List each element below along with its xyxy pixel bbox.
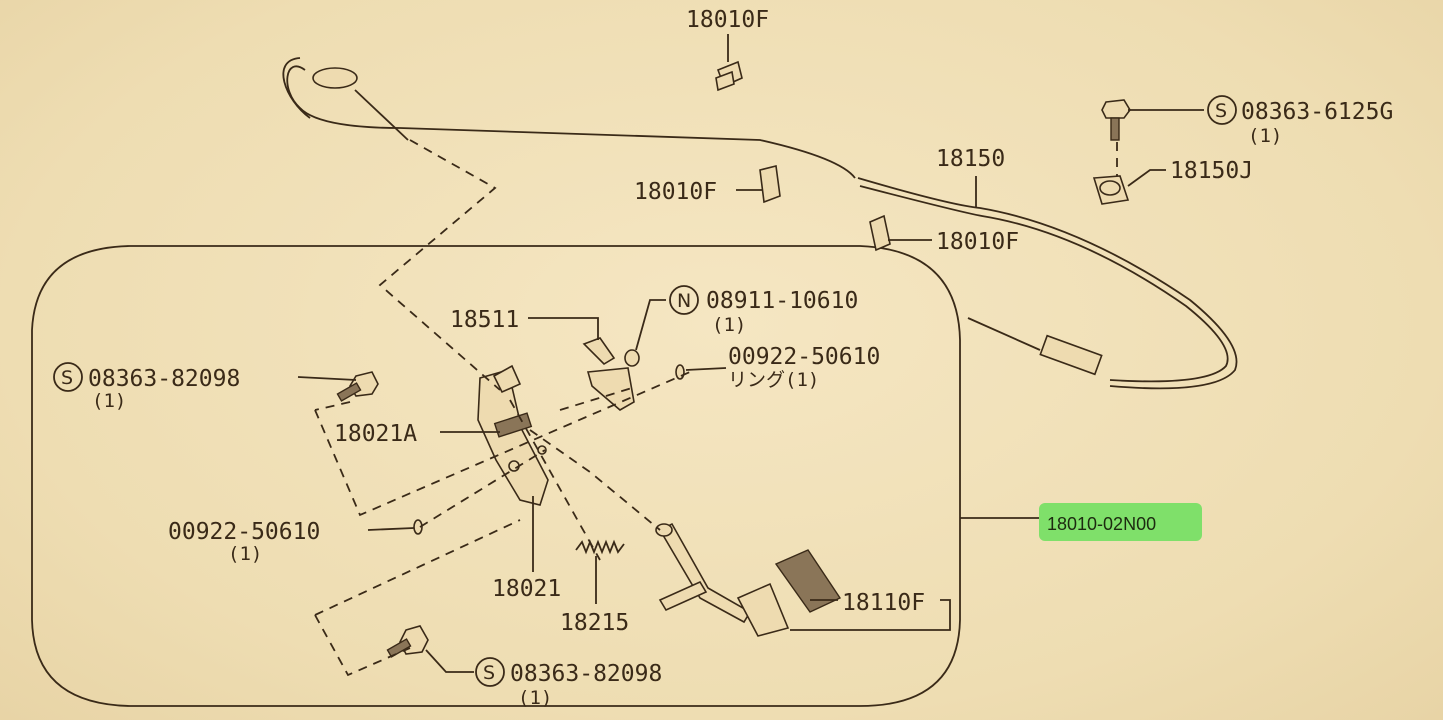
label-nut-code[interactable]: 08911-10610 <box>706 288 858 314</box>
pedal-bracket[interactable] <box>477 364 549 506</box>
label-pedal-pad[interactable]: 18110F <box>842 590 925 616</box>
label-bolt-left-code[interactable]: 08363-82098 <box>88 366 240 392</box>
pedal-pad-rubber[interactable] <box>774 549 842 613</box>
label-clip-right[interactable]: 18010F <box>936 229 1019 255</box>
nut-symbol: N <box>669 285 699 315</box>
label-nut-qty: (1) <box>712 314 746 336</box>
svg-text:N: N <box>677 290 691 312</box>
label-ring-left-qty: (1) <box>228 543 262 565</box>
assembly-outline <box>31 245 961 707</box>
svg-text:S: S <box>483 662 495 684</box>
label-top-clip[interactable]: 18010F <box>686 7 769 33</box>
label-bolt-left-qty: (1) <box>92 390 126 412</box>
bolt-top[interactable] <box>1101 99 1131 141</box>
svg-text:S: S <box>61 367 73 389</box>
label-ring-top-code[interactable]: 00922-50610 <box>728 344 880 370</box>
leader-lines <box>297 34 1204 673</box>
label-bracket[interactable]: 18150J <box>1170 158 1253 184</box>
label-spring[interactable]: 18215 <box>560 610 629 636</box>
bushing[interactable] <box>582 337 640 411</box>
ring-left[interactable] <box>413 519 423 535</box>
pedal-pad[interactable] <box>736 582 790 637</box>
clip-left[interactable] <box>759 165 781 204</box>
label-bolt-top-code[interactable]: 08363-6125G <box>1241 99 1393 125</box>
label-clip-left[interactable]: 18010F <box>634 179 717 205</box>
label-bolt-bottom-code[interactable]: 08363-82098 <box>510 661 662 687</box>
label-ring-top-sub: リング(1) <box>728 369 819 391</box>
dashed-guides <box>314 139 691 677</box>
label-cable[interactable]: 18150 <box>936 146 1005 172</box>
screw-symbol-top: S <box>1207 95 1237 125</box>
bolt-left[interactable] <box>336 371 379 402</box>
label-pedal-bracket[interactable]: 18021 <box>492 576 561 602</box>
clip-top[interactable] <box>715 60 743 92</box>
return-spring[interactable] <box>575 539 625 555</box>
label-bolt-top-qty: (1) <box>1248 125 1282 147</box>
screw-symbol-bottom: S <box>475 657 505 687</box>
clip-right[interactable] <box>869 214 891 252</box>
accelerator-arm[interactable] <box>655 522 752 624</box>
bolt-bottom[interactable] <box>386 625 429 658</box>
label-assembly[interactable]: 18010-02N00 <box>1047 514 1156 534</box>
bracket-shaft[interactable] <box>493 412 533 438</box>
label-bolt-bottom-qty: (1) <box>518 687 552 709</box>
screw-symbol-left: S <box>53 362 83 392</box>
label-ring-left-code[interactable]: 00922-50610 <box>168 519 320 545</box>
assembly-highlight <box>1039 503 1202 541</box>
accelerator-cable[interactable] <box>282 57 1238 390</box>
label-bushing[interactable]: 18511 <box>450 307 519 333</box>
ring-top[interactable] <box>675 364 685 380</box>
svg-text:S: S <box>1215 100 1227 122</box>
bracket-18150j[interactable] <box>1092 175 1130 205</box>
label-bracket-a[interactable]: 18021A <box>334 421 417 447</box>
